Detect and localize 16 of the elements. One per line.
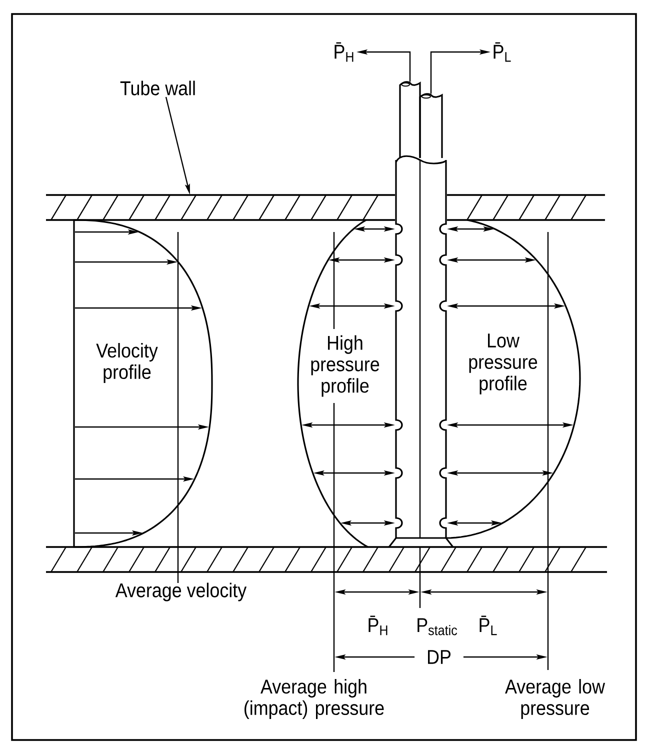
pressure-label: P̄$_{H}$ (334, 42, 354, 62)
tube-wall (46, 194, 605, 221)
dimension-label: DP (414, 649, 464, 665)
pressure-tube (399, 81, 421, 158)
profile-label: Velocity profile (96, 343, 158, 383)
profile-label: Low pressure profile (469, 334, 538, 394)
dimension-label: P$_{static}$ (418, 618, 458, 636)
average-label: Average high (impact) pressure (244, 679, 384, 719)
pressure-label: P̄$_{L}$ (494, 42, 511, 62)
callout-label: Tube wall (120, 80, 195, 96)
pressure-tube (419, 93, 443, 158)
profile-label: High pressure profile (311, 335, 380, 397)
dimension-label: P̄$_{H}$ (368, 616, 388, 636)
average-label: Average velocity (115, 582, 247, 602)
average-label: Average low pressure (505, 679, 606, 719)
dimension-label: P̄$_{L}$ (480, 616, 497, 636)
